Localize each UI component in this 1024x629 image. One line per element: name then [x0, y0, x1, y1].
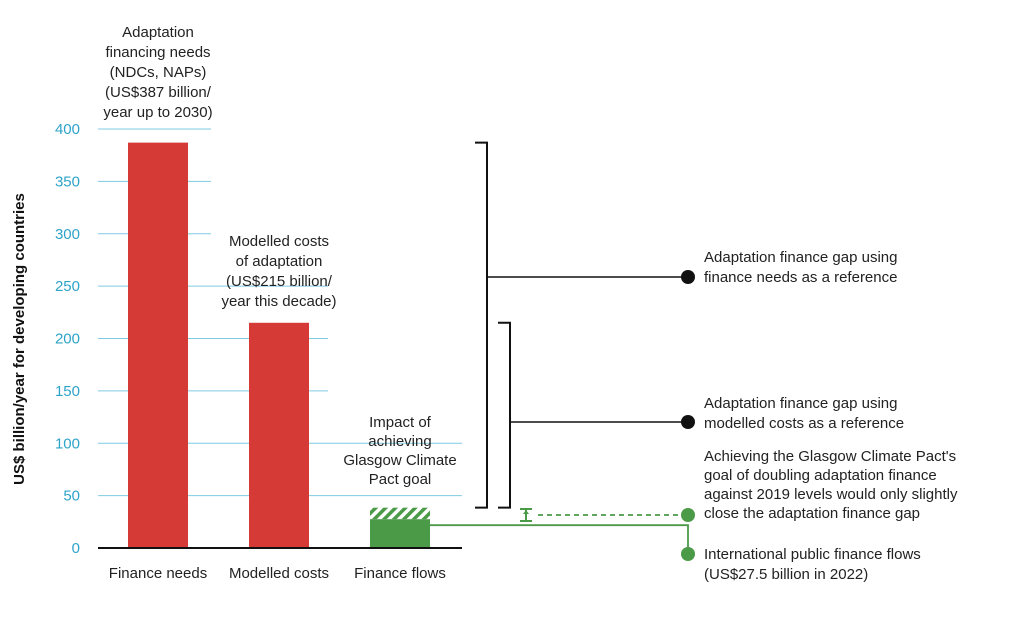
y-tick-labels: 0 50 100 150 200 250 300 350 400: [55, 121, 80, 557]
connector-flows: [430, 524, 689, 554]
y-tick-350: 350: [55, 173, 80, 190]
dot-modelled-costs: [681, 415, 695, 429]
label-finance-needs-line-0: Adaptation: [122, 24, 194, 41]
label-finance-needs-line-1: financing needs: [105, 44, 210, 61]
label-glasgow-impact-line-1: achieving: [368, 433, 431, 450]
x-category-label-2: Finance flows: [354, 565, 446, 582]
dot-finance-needs: [681, 270, 695, 284]
x-category-label-0: Finance needs: [109, 565, 207, 582]
note-gap-needs-line-0: Adaptation finance gap using: [704, 249, 897, 266]
label-finance-needs-line-2: (NDCs, NAPs): [110, 64, 207, 81]
y-axis-label: US$ billion/year for developing countrie…: [11, 193, 28, 485]
x-category-label-1: Modelled costs: [229, 565, 329, 582]
bar-modelled-costs: [249, 322, 309, 548]
note-gap-costs-line-0: Adaptation finance gap using: [704, 395, 897, 412]
label-modelled-costs-line-2: (US$215 billion/: [226, 273, 333, 290]
right-annotations: Adaptation finance gap using finance need…: [704, 249, 958, 583]
note-flows-line-0: International public finance flows: [704, 546, 921, 563]
bar-finance-flows: [370, 519, 430, 548]
label-modelled-costs-line-3: year this decade): [221, 293, 336, 310]
label-modelled-costs-line-0: Modelled costs: [229, 233, 329, 250]
note-gap-costs-line-1: modelled costs as a reference: [704, 415, 904, 432]
note-flows-line-1: (US$27.5 billion in 2022): [704, 566, 868, 583]
y-tick-400: 400: [55, 121, 80, 138]
dot-flows: [681, 547, 695, 561]
bar-annotations: Adaptation financing needs (NDCs, NAPs) (US…: [103, 24, 456, 488]
note-gap-needs-line-1: finance needs as a reference: [704, 269, 897, 286]
note-glasgow-line-1: goal of doubling adaptation finance: [704, 467, 937, 484]
category-labels: Finance needs Modelled costs Finance flows: [109, 565, 446, 582]
bar-finance-needs: [128, 142, 188, 548]
y-tick-100: 100: [55, 435, 80, 452]
label-glasgow-impact-line-2: Glasgow Climate: [343, 452, 456, 469]
y-tick-50: 50: [63, 488, 80, 505]
bar-glasgow-goal-hatched: [370, 507, 430, 520]
bracket-finance-needs: [475, 141, 488, 509]
bars: [128, 142, 430, 548]
gap-brackets: [430, 141, 695, 561]
dot-glasgow: [681, 508, 695, 522]
label-glasgow-impact-line-3: Pact goal: [369, 471, 432, 488]
y-tick-250: 250: [55, 278, 80, 295]
note-glasgow-line-0: Achieving the Glasgow Climate Pact's: [704, 448, 956, 465]
bracket-modelled-costs: [498, 321, 511, 509]
y-tick-150: 150: [55, 383, 80, 400]
label-glasgow-impact-line-0: Impact of: [369, 414, 432, 431]
label-modelled-costs-line-1: of adaptation: [236, 253, 323, 270]
glasgow-arrow-up: [523, 510, 529, 514]
y-tick-0: 0: [72, 540, 80, 557]
note-glasgow-line-2: against 2019 levels would only slightly: [704, 486, 958, 503]
label-finance-needs-line-4: year up to 2030): [103, 104, 212, 121]
y-tick-300: 300: [55, 226, 80, 243]
y-tick-200: 200: [55, 331, 80, 348]
note-glasgow-line-3: close the adaptation finance gap: [704, 505, 920, 522]
label-finance-needs-line-3: (US$387 billion/: [105, 84, 212, 101]
